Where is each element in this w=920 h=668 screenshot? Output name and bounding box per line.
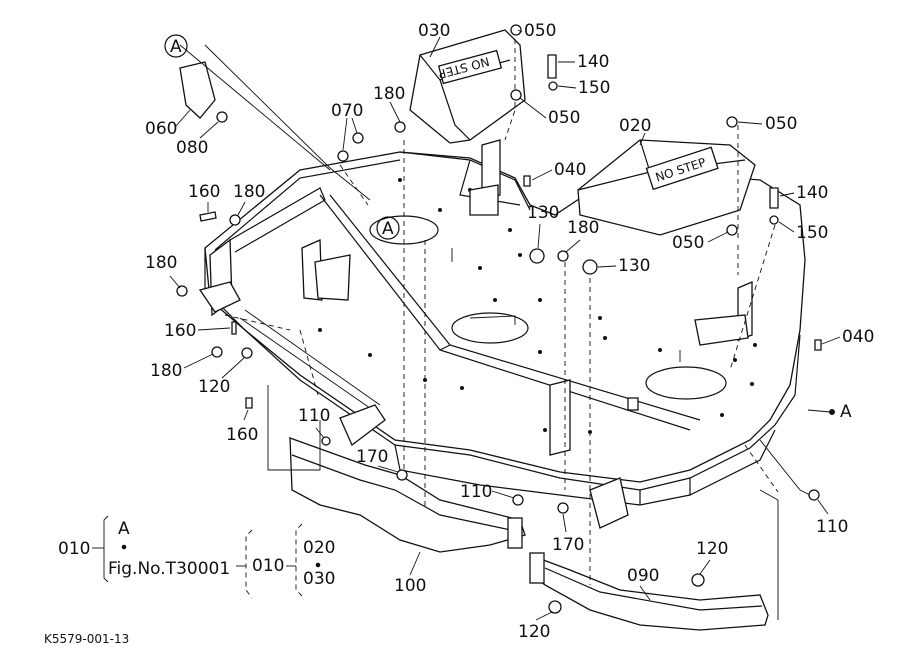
label-050-a: 050 bbox=[524, 21, 556, 41]
label-120-a: 120 bbox=[198, 377, 230, 397]
drawing-id: K5579-001-13 bbox=[44, 632, 129, 646]
label-040-b: 040 bbox=[842, 327, 874, 347]
leader-lines bbox=[179, 30, 831, 620]
marker-a-top: A bbox=[170, 37, 182, 57]
label-140-a: 140 bbox=[577, 52, 609, 72]
label-180-a: 180 bbox=[373, 84, 405, 104]
assembly-legend: 010 A Fig.No.T30001 010 020 030 bbox=[58, 515, 335, 599]
marker-a-right: A bbox=[840, 402, 852, 422]
label-160-b: 160 bbox=[164, 321, 196, 341]
legend-root: 010 bbox=[58, 539, 90, 559]
label-leaders bbox=[169, 29, 841, 621]
label-130-b: 130 bbox=[618, 256, 650, 276]
label-060: 060 bbox=[145, 119, 177, 139]
legend-sub: 010 bbox=[252, 556, 284, 576]
mower-deck bbox=[204, 151, 806, 506]
label-160-c: 160 bbox=[226, 425, 258, 445]
legend-child-1: 020 bbox=[303, 538, 335, 558]
marker-a-mid-circle bbox=[376, 216, 400, 240]
cover-030: NO STEP bbox=[409, 29, 526, 144]
legend-ref-letter: A bbox=[118, 519, 130, 539]
label-090: 090 bbox=[627, 566, 659, 586]
label-050-c: 050 bbox=[765, 114, 797, 134]
label-180-d: 180 bbox=[567, 218, 599, 238]
cover-020: NO STEP bbox=[577, 139, 756, 236]
reference-markers: A A A bbox=[164, 34, 852, 422]
label-180-c: 180 bbox=[145, 253, 177, 273]
label-080: 080 bbox=[176, 138, 208, 158]
deck-brackets bbox=[301, 139, 753, 456]
legend-fig-ref: Fig.No.T30001 bbox=[108, 559, 230, 579]
label-180-b: 180 bbox=[233, 182, 265, 202]
label-140-b: 140 bbox=[796, 183, 828, 203]
marker-a-top-circle bbox=[164, 34, 188, 58]
label-180-e: 180 bbox=[150, 361, 182, 381]
label-110-c: 110 bbox=[816, 517, 848, 537]
label-150-a: 150 bbox=[578, 78, 610, 98]
legend-child-2: 030 bbox=[303, 569, 335, 589]
part-labels: 030 050 140 150 050 070 180 060 080 020 … bbox=[145, 21, 874, 642]
label-040-a: 040 bbox=[554, 160, 586, 180]
label-030: 030 bbox=[418, 21, 450, 41]
label-020: 020 bbox=[619, 116, 651, 136]
baffle-090 bbox=[529, 552, 769, 631]
label-120-c: 120 bbox=[518, 622, 550, 642]
label-110-b: 110 bbox=[460, 482, 492, 502]
label-050-d: 050 bbox=[672, 233, 704, 253]
label-160-a: 160 bbox=[188, 182, 220, 202]
marker-a-mid: A bbox=[382, 219, 394, 239]
label-150-b: 150 bbox=[796, 223, 828, 243]
label-130-a: 130 bbox=[527, 203, 559, 223]
label-100: 100 bbox=[394, 576, 426, 596]
hardware bbox=[176, 24, 835, 614]
bracket-060 bbox=[179, 61, 228, 123]
label-170-a: 170 bbox=[356, 447, 388, 467]
label-070: 070 bbox=[331, 101, 363, 121]
left-rail bbox=[198, 187, 629, 529]
label-110-a: 110 bbox=[298, 406, 330, 426]
label-170-b: 170 bbox=[552, 535, 584, 555]
label-050-b: 050 bbox=[548, 108, 580, 128]
label-120-b: 120 bbox=[696, 539, 728, 559]
